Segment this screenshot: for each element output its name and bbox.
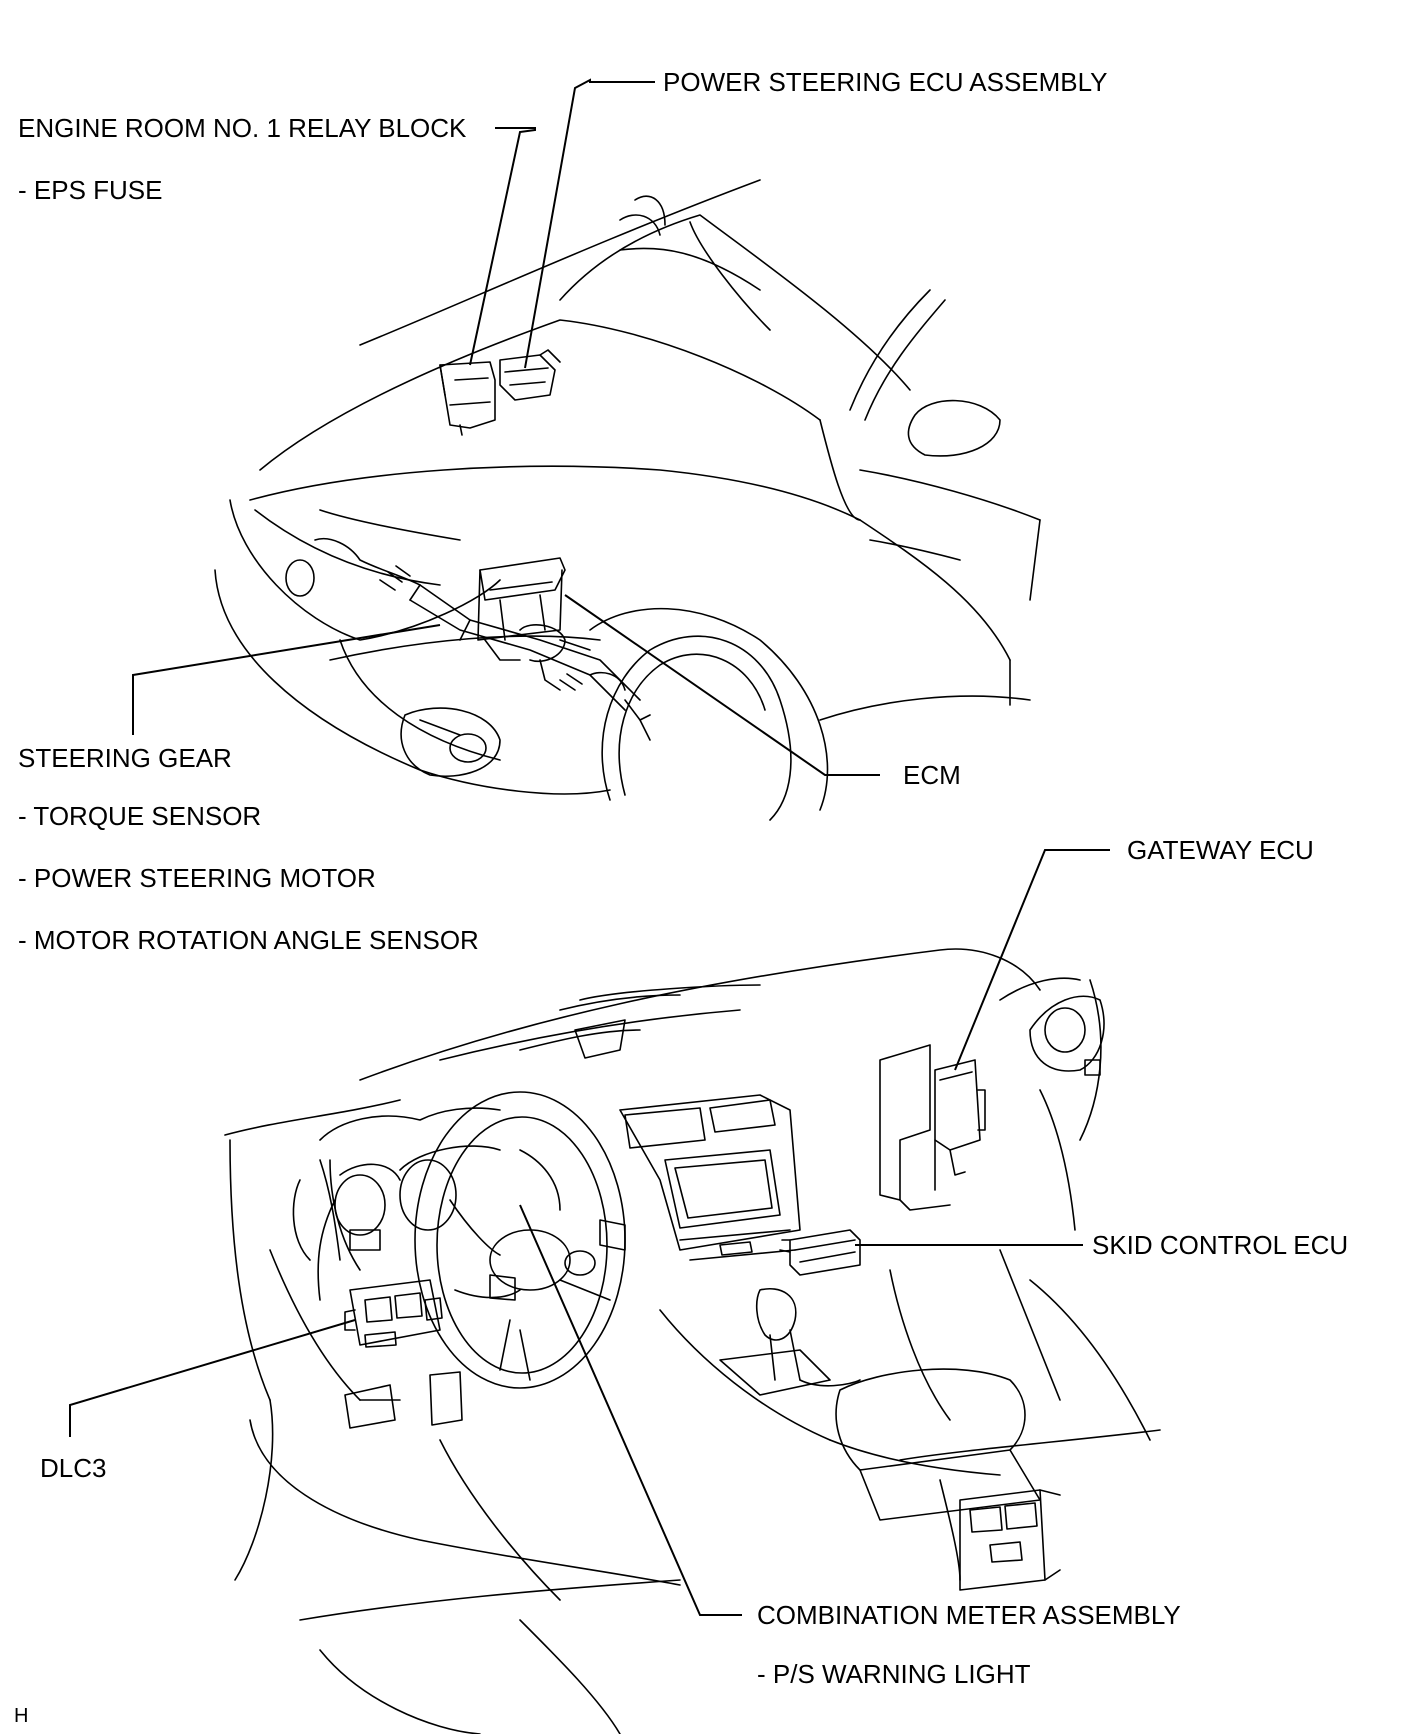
vehicle-interior-illustration xyxy=(224,948,1161,1734)
label-eps-fuse: - EPS FUSE xyxy=(18,175,162,205)
leader-dlc3 xyxy=(69,1319,356,1437)
leader-steering-gear xyxy=(132,624,441,735)
leader-gateway-ecu xyxy=(954,849,1110,1071)
label-relay-block: ENGINE ROOM NO. 1 RELAY BLOCK xyxy=(18,113,467,143)
label-steering-gear: STEERING GEAR xyxy=(18,743,232,773)
label-torque-sensor: - TORQUE SENSOR xyxy=(18,801,261,831)
figure-code: H xyxy=(14,1705,28,1727)
label-ps-warning-light: - P/S WARNING LIGHT xyxy=(757,1659,1031,1689)
leader-lines xyxy=(69,78,1110,1616)
leader-relay-block xyxy=(469,127,536,366)
label-skid-control-ecu: SKID CONTROL ECU xyxy=(1092,1230,1348,1260)
label-power-steering-motor: - POWER STEERING MOTOR xyxy=(18,863,376,893)
label-combination-meter: COMBINATION METER ASSEMBLY xyxy=(757,1600,1181,1630)
leader-power-steering-ecu xyxy=(524,78,655,369)
label-ecm: ECM xyxy=(903,760,961,790)
leader-ecm xyxy=(564,594,880,776)
label-dlc3: DLC3 xyxy=(40,1453,106,1483)
leader-combination-meter xyxy=(519,1204,742,1616)
label-power-steering-ecu: POWER STEERING ECU ASSEMBLY xyxy=(663,67,1108,97)
label-motor-rotation-angle-sensor: - MOTOR ROTATION ANGLE SENSOR xyxy=(18,925,479,955)
component-labels: POWER STEERING ECU ASSEMBLY ENGINE ROOM … xyxy=(14,67,1348,1727)
label-gateway-ecu: GATEWAY ECU xyxy=(1127,835,1314,865)
vehicle-front-illustration xyxy=(214,179,1041,821)
